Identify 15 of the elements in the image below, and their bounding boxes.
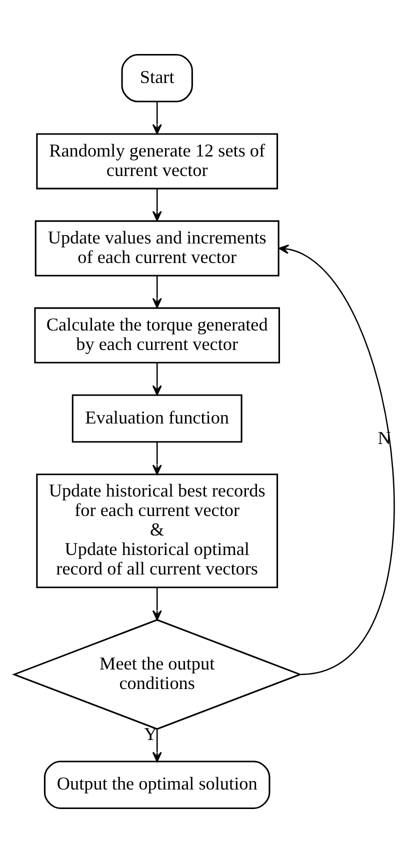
node-box: Calculate the torque generated by each current vector (34, 307, 280, 364)
arrow (152, 102, 162, 134)
arrow (152, 729, 162, 762)
node-box: Randomly generate 12 sets of current vector (36, 133, 278, 190)
node-box: Output the optimal solution (43, 760, 270, 810)
node-box: Update values and increments of each current vector (34, 220, 279, 276)
arrow (152, 587, 162, 620)
node-box: Start (120, 54, 192, 102)
arrow (152, 276, 162, 308)
node-box: Evaluation function (71, 394, 242, 443)
arrow (152, 188, 162, 222)
arrow (278, 244, 394, 676)
arrow (152, 363, 162, 396)
arrow (152, 442, 162, 475)
node-box: Update historical best records for each current vector & Update historical optimal record of all current vectors (36, 474, 278, 588)
